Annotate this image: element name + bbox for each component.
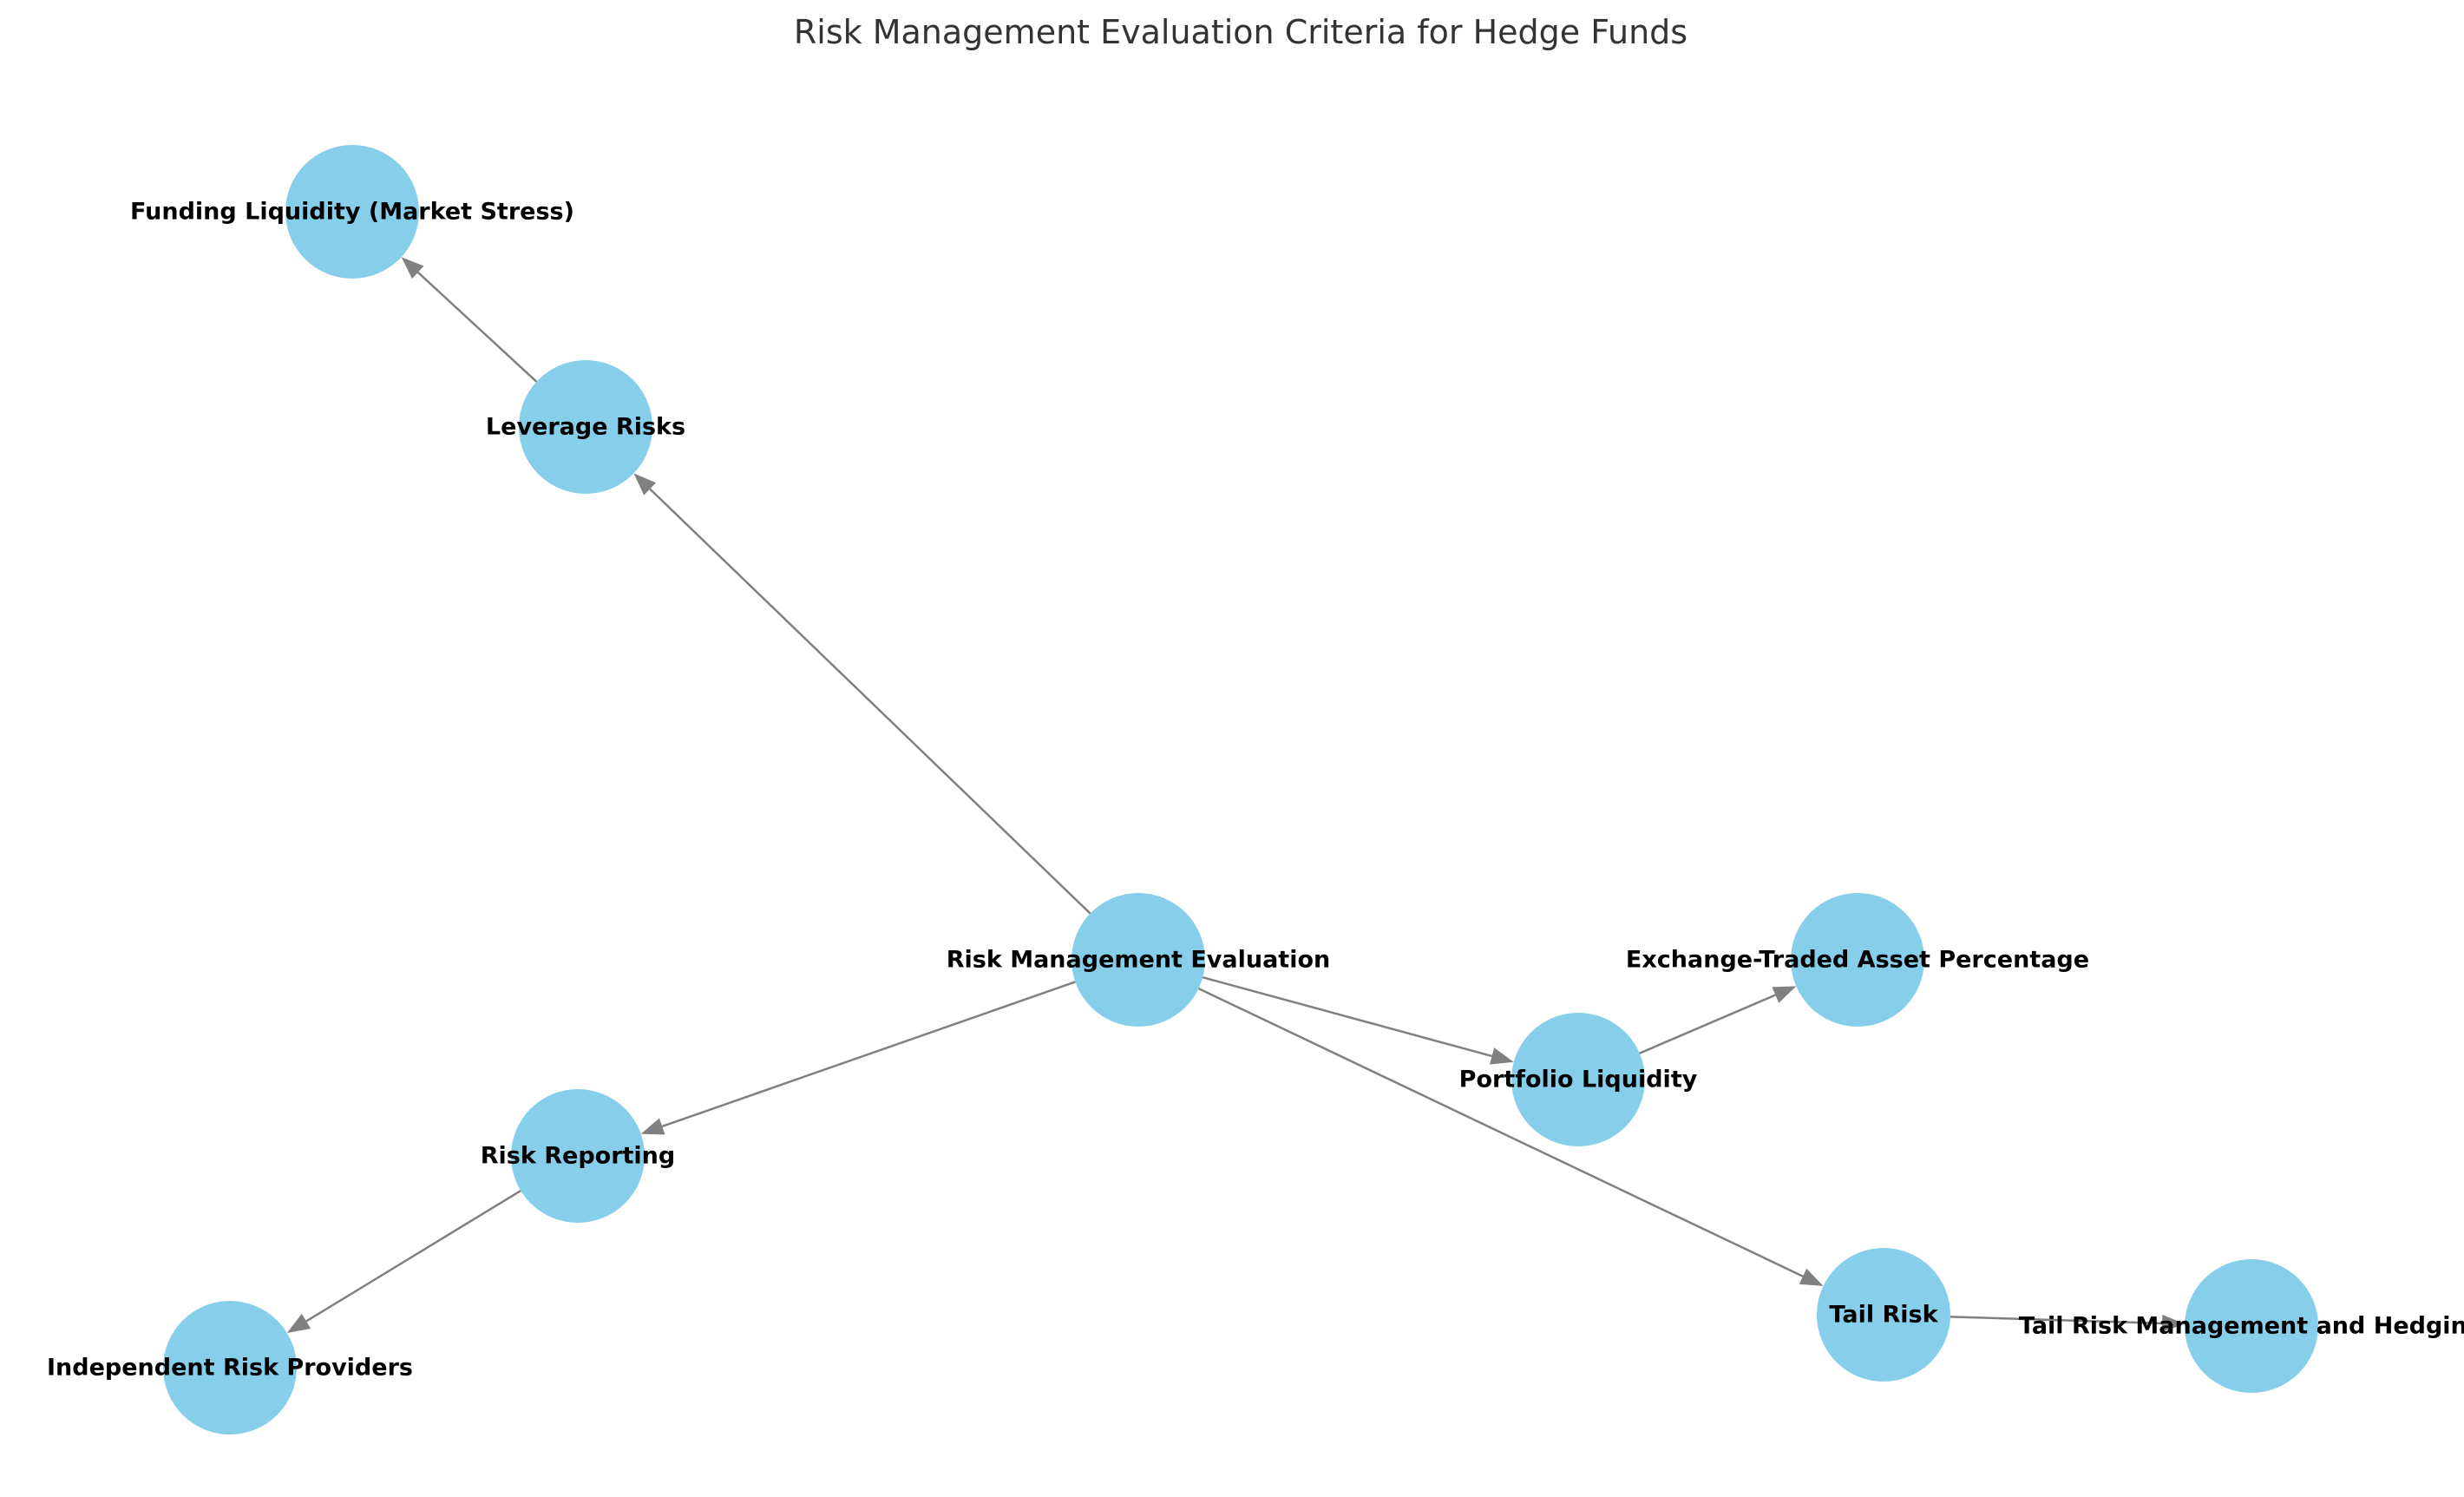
node-label-tailh: Tail Risk Management and Hedging xyxy=(2019,1313,2464,1340)
node-fund xyxy=(285,145,419,279)
diagram-title: Risk Management Evaluation Criteria for … xyxy=(794,13,1687,51)
node-label-rme: Risk Management Evaluation xyxy=(947,947,1331,974)
node-exch xyxy=(1791,893,1924,1027)
node-label-fund: Funding Liquidity (Market Stress) xyxy=(130,199,574,226)
node-label-rep: Risk Reporting xyxy=(481,1143,675,1170)
edge-rep-to-ind xyxy=(305,1189,521,1323)
node-ind xyxy=(163,1301,297,1435)
node-port xyxy=(1511,1013,1645,1146)
arrowhead-tail-to-tailh xyxy=(2161,1314,2185,1332)
node-label-tail: Tail Risk xyxy=(1829,1302,1938,1329)
node-rme xyxy=(1071,893,1205,1027)
edge-rme-to-port xyxy=(1202,976,1492,1058)
edge-rme-to-lev xyxy=(649,488,1091,915)
edge-rme-to-tail xyxy=(1197,987,1804,1277)
nodes-layer: Risk Management Evaluation Leverage Risks… xyxy=(47,145,2464,1435)
edge-tail-to-tailh xyxy=(1950,1316,2163,1325)
node-label-lev: Leverage Risks xyxy=(486,414,685,441)
arrowhead-rme-to-rep xyxy=(640,1118,665,1135)
arrowhead-port-to-exch xyxy=(1772,986,1797,1003)
arrowhead-lev-to-fund xyxy=(401,257,424,279)
edge-lev-to-fund xyxy=(416,271,538,383)
arrowhead-rme-to-lev xyxy=(633,473,657,496)
node-lev xyxy=(519,360,652,494)
node-label-exch: Exchange-Traded Asset Percentage xyxy=(1626,947,2089,974)
edge-rme-to-rep xyxy=(661,981,1076,1128)
node-rep xyxy=(511,1089,645,1223)
node-tail xyxy=(1817,1248,1950,1382)
node-label-port: Portfolio Liquidity xyxy=(1459,1067,1698,1093)
node-label-ind: Independent Risk Providers xyxy=(47,1355,413,1382)
arrowhead-rme-to-tail xyxy=(1799,1268,1824,1286)
edge-port-to-exch xyxy=(1639,994,1776,1054)
arrowhead-rme-to-port xyxy=(1489,1047,1514,1065)
edges-layer xyxy=(286,257,2185,1333)
arrowhead-rep-to-ind xyxy=(286,1313,311,1333)
node-tailh xyxy=(2185,1259,2318,1393)
